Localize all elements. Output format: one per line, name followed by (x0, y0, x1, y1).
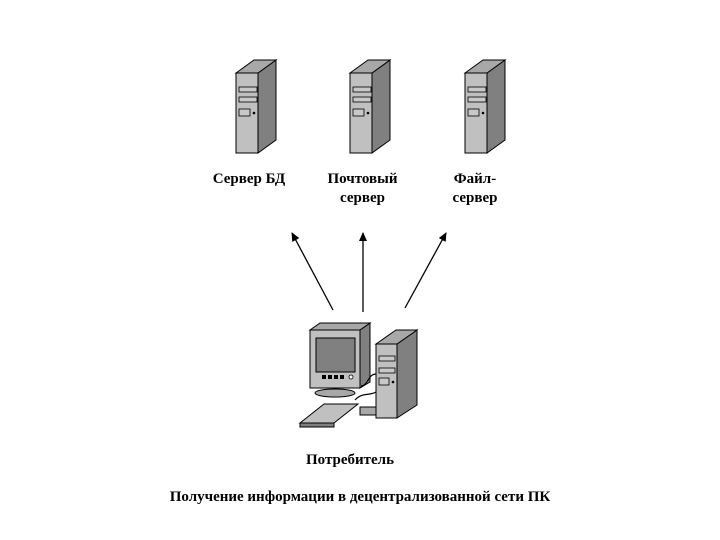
desktop-computer-icon (298, 322, 419, 428)
server-label-file: Файл- сервер (420, 170, 530, 208)
server-tower-icon (349, 59, 391, 154)
diagram-caption: Получение информации в децентрализованно… (169, 489, 551, 505)
server-tower-icon (235, 59, 277, 154)
server-tower-icon (464, 59, 506, 154)
server-label-line: Почтовый (327, 171, 398, 187)
server-label-line: сервер (340, 190, 385, 206)
arrow-to-db-server (291, 232, 334, 311)
server-label-line: сервер (452, 190, 498, 206)
server-label-db: Сервер БД (190, 170, 308, 189)
server-label-line: Сервер БД (212, 171, 286, 187)
client-label: Потребитель (305, 452, 395, 468)
server-label-mail: Почтовый сервер (300, 170, 425, 208)
arrow-to-file-server (404, 232, 447, 309)
server-label-line: Файл- (453, 171, 497, 187)
